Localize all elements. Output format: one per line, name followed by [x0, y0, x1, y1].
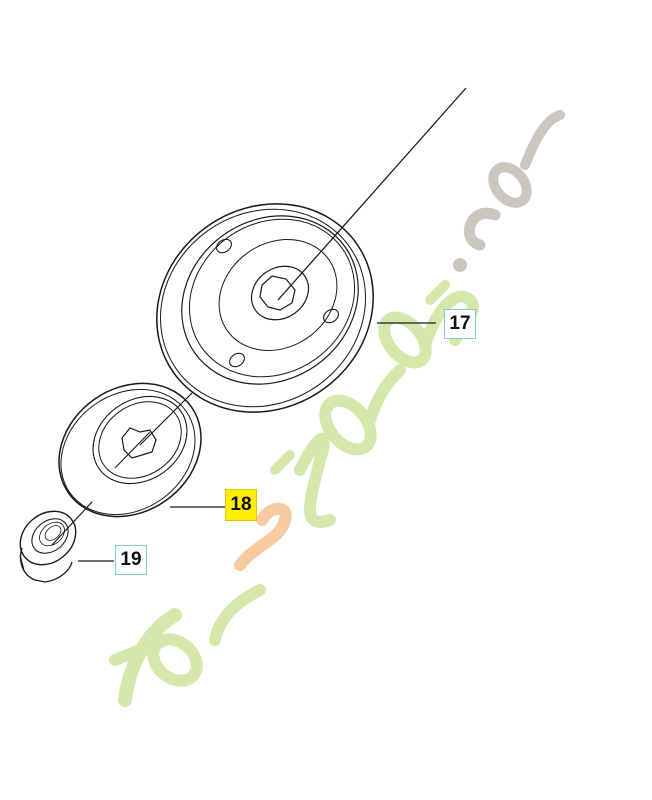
axis-line-bottom — [51, 501, 93, 546]
part-17-flange — [156, 203, 374, 413]
callout-19[interactable]: 19 — [115, 545, 147, 575]
callout-17[interactable]: 17 — [444, 309, 476, 339]
part-18-support-cup — [58, 382, 202, 518]
callout-18-label: 18 — [230, 494, 252, 515]
callout-17-label: 17 — [449, 313, 471, 334]
callout-19-label: 19 — [120, 549, 142, 570]
part-19-nut — [19, 510, 77, 583]
axis-line-top — [277, 87, 467, 301]
callout-18[interactable]: 18 — [225, 489, 257, 521]
axis-line-mid — [139, 392, 193, 446]
watermark — [109, 110, 565, 707]
